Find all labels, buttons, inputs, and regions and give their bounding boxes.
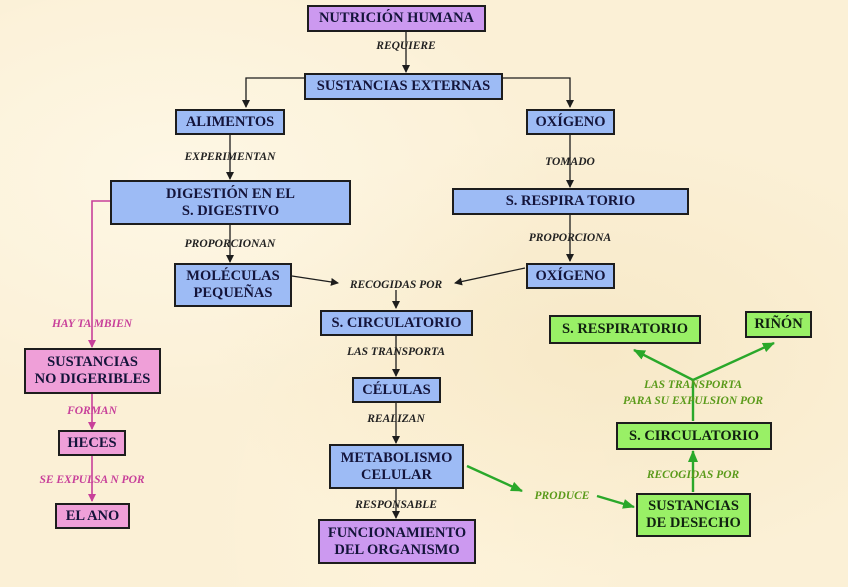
label-requiere: REQUIERE — [376, 40, 436, 52]
node-heces: HECES — [58, 430, 126, 456]
link-oxigeno2-recogidas — [454, 267, 526, 286]
node-oxigeno: OXÍGENO — [526, 109, 615, 135]
node-sustancias-desecho: SUSTANCIAS DE DESECHO — [636, 493, 751, 537]
label-tomado: TOMADO — [545, 156, 595, 168]
label-responsable: RESPONSABLE — [355, 499, 437, 511]
node-rinon: RIÑÓN — [745, 311, 812, 338]
link-transporta-rinon — [692, 341, 775, 382]
node-alimentos: ALIMENTOS — [175, 109, 285, 135]
node-el-ano: EL ANO — [55, 503, 130, 529]
node-oxigeno-2: OXÍGENO — [526, 263, 615, 289]
node-nutricion-humana: NUTRICIÓN HUMANA — [307, 5, 486, 32]
link-sustancias-oxigeno — [502, 77, 574, 108]
link-digestion-nodigeribles — [88, 200, 110, 348]
node-celulas: CÉLULAS — [352, 377, 441, 403]
label-realizan: REALIZAN — [367, 413, 425, 425]
node-s-respiratorio: S. RESPIRA TORIO — [452, 188, 689, 215]
node-s-respiratorio-excrecion: S. RESPIRATORIO — [549, 315, 701, 344]
label-experimentan: EXPERIMENTAN — [184, 151, 276, 163]
node-s-circulatorio: S. CIRCULATORIO — [320, 310, 473, 336]
label-forman: FORMAN — [67, 405, 117, 417]
node-metabolismo-celular: METABOLISMO CELULAR — [329, 444, 464, 489]
label-se-expulsan-por: SE EXPULSA N POR — [39, 474, 145, 486]
label-proporcionan: PROPORCIONAN — [184, 238, 276, 250]
node-sustancias-externas: SUSTANCIAS EXTERNAS — [304, 73, 503, 100]
link-produce-desecho — [596, 494, 635, 509]
link-sustancias-alimentos — [242, 77, 305, 108]
node-moleculas-pequenas: MOLÉCULAS PEQUEÑAS — [174, 263, 292, 307]
node-s-circulatorio-excrecion: S. CIRCULATORIO — [616, 422, 772, 450]
label-las-transporta: LAS TRANSPORTA — [346, 346, 446, 358]
label-proporciona: PROPORCIONA — [528, 232, 612, 244]
link-moleculas-recogidas — [291, 275, 339, 286]
label-recogidas-por-excrecion: RECOGIDAS POR — [646, 469, 740, 481]
label-produce: PRODUCE — [534, 490, 590, 502]
link-metabolismo-produce — [466, 464, 523, 493]
link-transporta-respiratorio — [633, 348, 694, 382]
label-recogidas-por: RECOGIDAS POR — [349, 279, 443, 291]
node-digestion: DIGESTIÓN EN EL S. DIGESTIVO — [110, 180, 351, 225]
node-funcionamiento-organismo: FUNCIONAMIENTO DEL ORGANISMO — [318, 519, 476, 564]
label-hay-tambien: HAY TA MBIEN — [51, 318, 133, 330]
node-sustancias-no-digeribles: SUSTANCIAS NO DIGERIBLES — [24, 348, 161, 394]
label-transporta-expulsion: LAS TRANSPORTA PARA SU EXPULSION POR — [622, 379, 764, 407]
